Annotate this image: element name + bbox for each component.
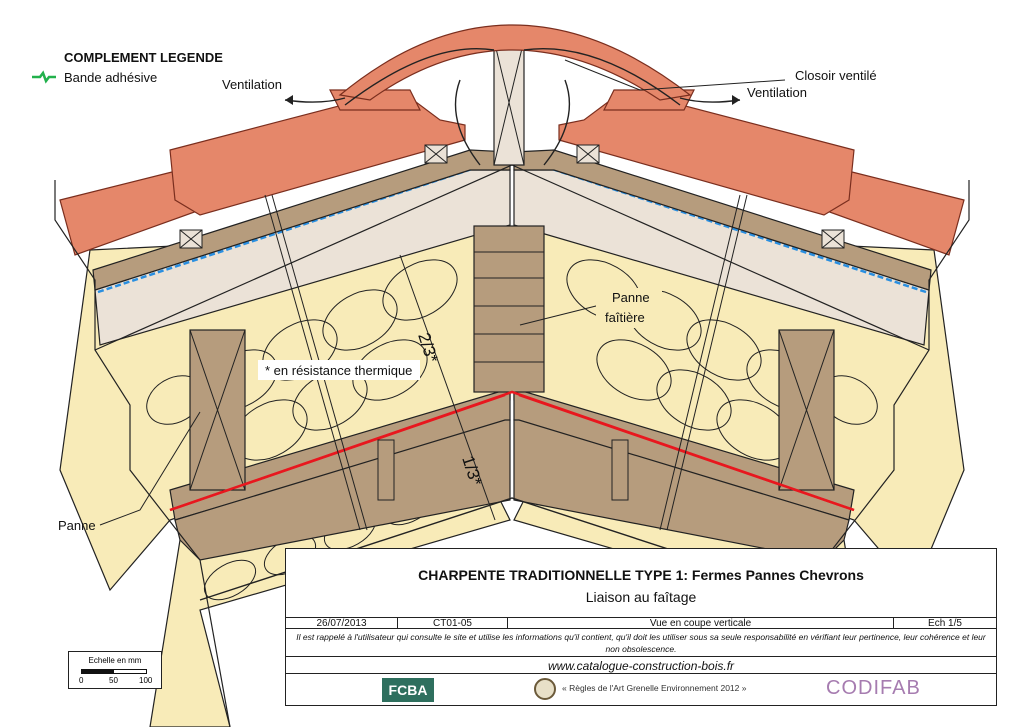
- closoir-lines: [344, 47, 681, 166]
- wall-edge-right: [793, 180, 970, 727]
- label-panne-faitiere-1: Panne: [612, 290, 650, 305]
- lower-strip-right: [513, 419, 850, 561]
- label-bg-resistance: [258, 360, 420, 380]
- label-panne: Panne: [58, 518, 96, 533]
- scale-tick-50: 50: [109, 676, 118, 685]
- scale-bar-graphic: [81, 669, 147, 674]
- leader-lines: [99, 59, 786, 526]
- disclaimer: Il est rappelé à l'utilisateur qui consu…: [296, 632, 986, 654]
- purlin-right: [778, 329, 835, 491]
- wall-edge-left: [54, 180, 231, 727]
- tiles-left: [59, 89, 466, 256]
- label-ventilation-left: Ventilation: [222, 77, 282, 92]
- scale-tick-100: 100: [139, 676, 153, 685]
- label-ventilation-right: Ventilation: [747, 85, 807, 100]
- drawing-subtitle: Liaison au faîtage: [585, 589, 697, 605]
- ridge-outline-lower: [169, 390, 855, 512]
- arrow-heads: [285, 95, 740, 105]
- scale-bar: Echelle en mm 0 50 100: [68, 651, 162, 689]
- scale-bar-title: Echelle en mm: [88, 656, 142, 665]
- purlin-left: [189, 329, 246, 491]
- grenelle-seal-icon: [534, 678, 556, 700]
- codifab-logo: CODIFAB: [826, 677, 921, 699]
- membrane-blue-left: [97, 166, 476, 294]
- fcba-logo: FCBA: [382, 678, 434, 702]
- ridge-purlin: [473, 225, 545, 393]
- grenelle-logo-text: « Règles de l'Art Grenelle Environnement…: [562, 683, 747, 693]
- membrane-blue-right: [548, 166, 927, 294]
- title-block-heading: CHARPENTE TRADITIONNELLE TYPE 1: Fermes …: [286, 549, 996, 617]
- label-panne-faitiere-2: faîtière: [605, 310, 645, 325]
- website-link[interactable]: www.catalogue-construction-bois.fr: [286, 656, 996, 674]
- drawing-code: CT01-05: [398, 617, 508, 629]
- drawing-title: CHARPENTE TRADITIONNELLE TYPE 1: Fermes …: [418, 567, 864, 583]
- lower-strip-left: [174, 419, 511, 561]
- legend-item-label: Bande adhésive: [64, 70, 158, 85]
- logo-strip: FCBA « Règles de l'Art Grenelle Environn…: [286, 675, 996, 705]
- ridge-board: [493, 39, 525, 166]
- battens-right: [576, 144, 845, 249]
- scale-tick-0: 0: [79, 676, 84, 685]
- legend-title: COMPLEMENT LEGENDE: [64, 50, 223, 65]
- drawing-date: 26/07/2013: [286, 617, 398, 629]
- label-resistance: * en résistance thermique: [265, 363, 412, 378]
- label-closoir: Closoir ventilé: [795, 68, 877, 83]
- ridge-tile: [338, 24, 692, 101]
- ridge-outline: [94, 164, 930, 351]
- drawing-view: Vue en coupe verticale: [508, 617, 894, 629]
- drawing-scale: Ech 1/5: [894, 617, 996, 629]
- title-block: CHARPENTE TRADITIONNELLE TYPE 1: Fermes …: [285, 548, 997, 706]
- label-bg-panne-faitiere: [596, 288, 662, 328]
- brackets: [377, 439, 629, 501]
- battens-left: [179, 144, 448, 249]
- adhesive-tape-swatch-icon: [32, 70, 56, 84]
